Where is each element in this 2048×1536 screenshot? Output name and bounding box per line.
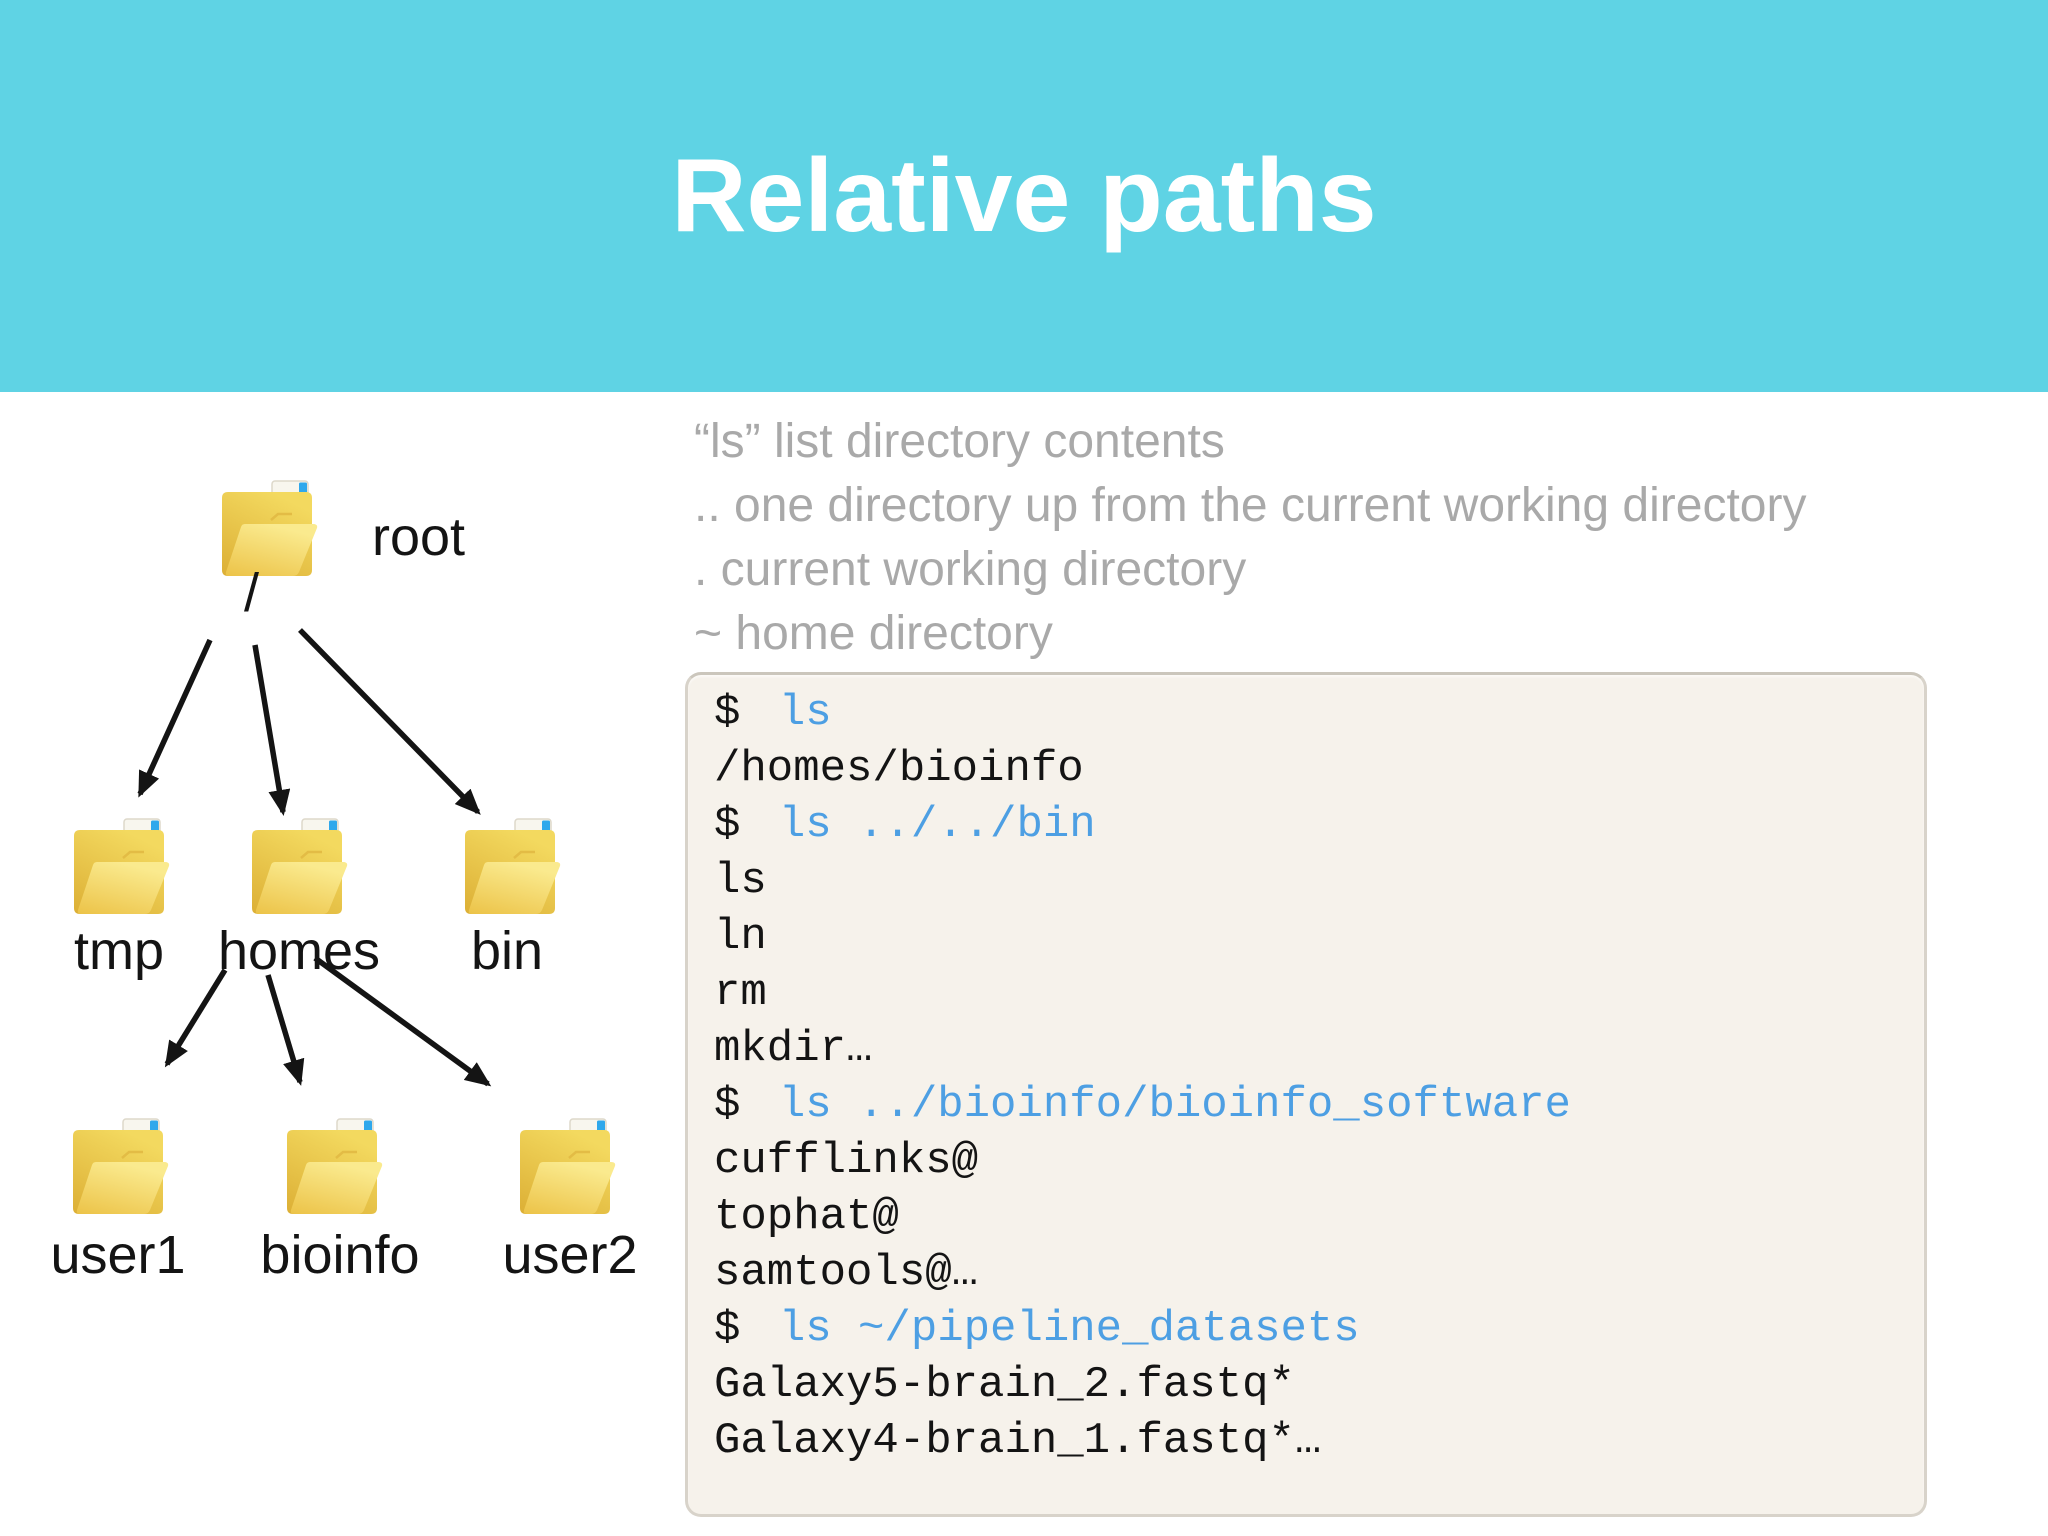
- terminal-output-line: /homes/bioinfo: [714, 744, 1084, 794]
- terminal-command-line: $ ls ../../bin: [714, 797, 1898, 853]
- tree-label-user2: user2: [502, 1225, 638, 1285]
- terminal-command-text: ls ~/pipeline_datasets: [778, 1304, 1360, 1354]
- terminal-output-line: Galaxy4-brain_1.fastq*…: [714, 1416, 1322, 1466]
- folder-icon-bin: [458, 818, 562, 918]
- terminal-output-line: cufflinks@: [714, 1136, 979, 1186]
- definitions-block: “ls” list directory contents .. one direc…: [694, 410, 1806, 666]
- terminal-prompt: $: [714, 1304, 767, 1354]
- terminal-output-line: ls: [714, 856, 767, 906]
- tree-arrows: [137, 628, 492, 1087]
- folder-icon-bioinfo: [280, 1118, 384, 1218]
- terminal-output-line: Galaxy5-brain_2.fastq*: [714, 1360, 1295, 1410]
- folder-icon-homes: [245, 818, 349, 918]
- tree-label-tmp: tmp: [73, 921, 165, 981]
- folder-icon-user2: [513, 1118, 617, 1218]
- terminal-command-line: $ ls ~/pipeline_datasets: [714, 1301, 1898, 1357]
- terminal-command-line: $ ls: [714, 685, 1898, 741]
- tree-label-bin: bin: [470, 921, 544, 981]
- terminal-command-text: ls ../../bin: [778, 800, 1096, 850]
- terminal-command-text: ls: [778, 688, 832, 738]
- definition-line: .. one directory up from the current wor…: [694, 479, 1807, 532]
- terminal-prompt: $: [714, 800, 767, 850]
- tree-label-root: root: [372, 507, 466, 567]
- definition-line: “ls” list directory contents: [694, 415, 1225, 468]
- folder-icon-user1: [66, 1118, 170, 1218]
- terminal-output-line: tophat@: [714, 1192, 899, 1242]
- terminal-command-text: ls ../bioinfo/bioinfo_software: [778, 1080, 1571, 1130]
- folder-icon-root: [215, 480, 319, 580]
- tree-label-homes: homes: [217, 921, 381, 981]
- arrow-homes-to-user1: [164, 968, 228, 1068]
- root-path-label: /: [244, 563, 260, 623]
- directory-tree: root / tmp homes bin user1 bioinfo user2: [0, 392, 700, 1392]
- folder-icon-tmp: [67, 818, 171, 918]
- terminal-command-line: $ ls ../bioinfo/bioinfo_software: [714, 1077, 1898, 1133]
- tree-label-bioinfo: bioinfo: [260, 1225, 420, 1285]
- arrow-root-to-tmp: [137, 638, 213, 798]
- terminal-output-line: rm: [714, 968, 767, 1018]
- terminal-prompt: $: [714, 688, 767, 738]
- arrow-root-to-bin: [298, 628, 481, 815]
- arrow-root-to-homes: [252, 644, 291, 816]
- title-banner: Relative paths: [0, 0, 2048, 392]
- terminal-prompt: $: [714, 1080, 767, 1130]
- definition-line: . current working directory: [694, 543, 1247, 596]
- arrow-homes-to-bioinfo: [265, 974, 305, 1086]
- tree-label-user1: user1: [50, 1225, 186, 1285]
- terminal-output-line: samtools@…: [714, 1248, 979, 1298]
- arrow-homes-to-user2: [313, 955, 492, 1087]
- definition-line: ~ home directory: [694, 607, 1053, 660]
- terminal-output-line: mkdir…: [714, 1024, 873, 1074]
- terminal-output-line: ln: [714, 912, 767, 962]
- page-title: Relative paths: [671, 137, 1377, 254]
